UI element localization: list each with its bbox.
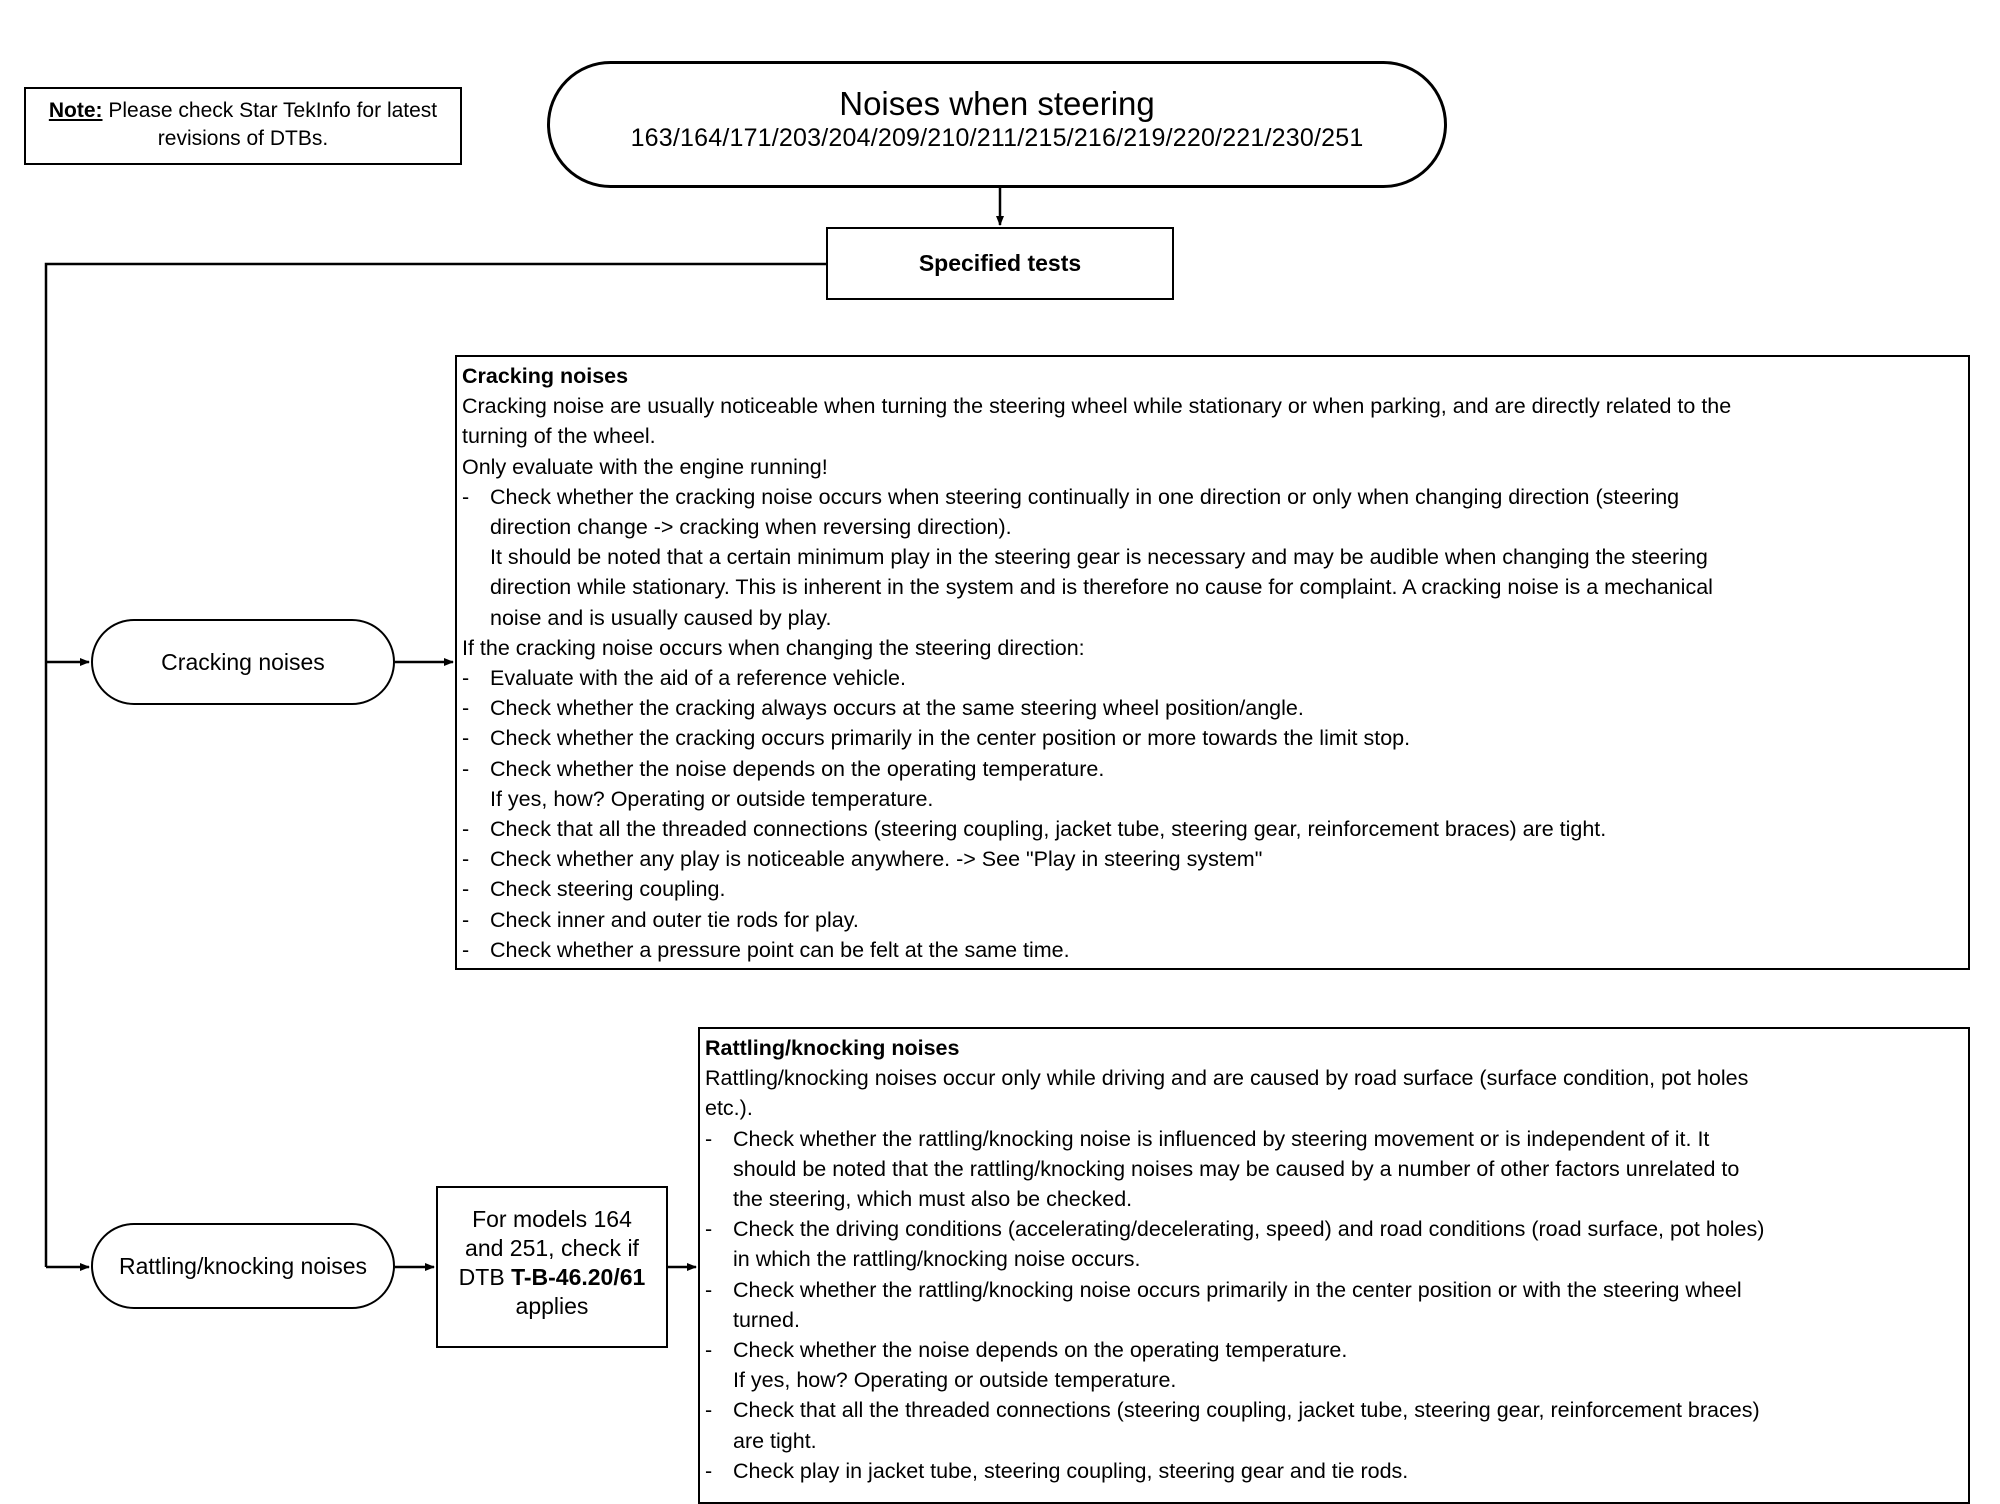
cracking-bullet: Check whether a pressure point can be fe… [462, 935, 1962, 965]
cracking-bullet: Check whether the cracking occurs primar… [462, 723, 1962, 753]
models-line-2: and 251, check if [465, 1235, 639, 1261]
rattling-noises-node: Rattling/knocking noises [91, 1223, 395, 1309]
rattling-intro-line: etc.). [705, 1096, 753, 1121]
note-text: Please check Star TekInfo for latest rev… [102, 99, 438, 150]
models-line-1: For models 164 [472, 1206, 632, 1232]
models-line-4: applies [515, 1293, 589, 1319]
rattling-bullet: Check whether the rattling/knocking nois… [705, 1124, 1962, 1154]
cracking-bullet: Check whether the noise depends on the o… [462, 754, 1962, 784]
rattling-bullet-continuation: in which the rattling/knocking noise occ… [733, 1247, 1141, 1272]
dtb-reference: T-B-46.20/61 [511, 1264, 646, 1290]
rattling-panel-heading: Rattling/knocking noises [705, 1036, 960, 1060]
cracking-noises-node: Cracking noises [91, 619, 395, 705]
cracking-noises-panel: Cracking noises Cracking noise are usual… [455, 355, 1970, 970]
cracking-bullet-continuation: If yes, how? Operating or outside temper… [490, 786, 934, 811]
cracking-intro-line: Only evaluate with the engine running! [462, 454, 828, 479]
model-list: 163/164/171/203/204/209/210/211/215/216/… [630, 124, 1364, 152]
cracking-bullet-continuation: It should be noted that a certain minimu… [490, 545, 1708, 570]
rattling-noises-panel: Rattling/knocking noises Rattling/knocki… [698, 1027, 1970, 1504]
cracking-bullet: Check steering coupling. [462, 874, 1962, 904]
cracking-bullet-continuation: direction change -> cracking when revers… [490, 515, 1012, 540]
page-title: Noises when steering [839, 85, 1155, 122]
models-check-box: For models 164 and 251, check if DTB T-B… [436, 1186, 668, 1348]
note-box: Note: Please check Star TekInfo for late… [24, 87, 462, 165]
rattling-bullet-continuation: are tight. [733, 1428, 817, 1453]
rattling-bullet: Check the driving conditions (accelerati… [705, 1214, 1962, 1244]
line-tests-to-left-rail [44, 262, 826, 1267]
cracking-intro-line: turning of the wheel. [462, 424, 656, 449]
cracking-condition: If the cracking noise occurs when changi… [462, 635, 1085, 660]
rattling-bullet: Check whether the rattling/knocking nois… [705, 1275, 1962, 1305]
cracking-bullet-continuation: noise and is usually caused by play. [490, 605, 832, 630]
cracking-bullet: Check inner and outer tie rods for play. [462, 905, 1962, 935]
note-label: Note: [48, 99, 103, 122]
rattling-bullet-continuation: should be noted that the rattling/knocki… [733, 1156, 1740, 1181]
cracking-panel-heading: Cracking noises [462, 364, 629, 388]
cracking-bullet: Check that all the threaded connections … [462, 814, 1962, 844]
rattling-bullet-continuation: turned. [733, 1307, 800, 1332]
title-terminal: Noises when steering 163/164/171/203/204… [547, 61, 1447, 188]
cracking-bullet: Check whether the cracking noise occurs … [462, 482, 1962, 512]
cracking-bullet: Check whether the cracking always occurs… [462, 693, 1962, 723]
rattling-intro-line: Rattling/knocking noises occur only whil… [705, 1066, 1749, 1091]
cracking-bullet: Evaluate with the aid of a reference veh… [462, 663, 1962, 693]
rattling-bullet: Check play in jacket tube, steering coup… [705, 1456, 1962, 1486]
rattling-bullet: Check whether the noise depends on the o… [705, 1335, 1962, 1365]
cracking-bullet-continuation: direction while stationary. This is inhe… [490, 575, 1713, 600]
rattling-bullet-continuation: the steering, which must also be checked… [733, 1187, 1133, 1212]
rattling-bullet-continuation: If yes, how? Operating or outside temper… [733, 1368, 1177, 1393]
specified-tests-box: Specified tests [826, 227, 1174, 300]
rattling-bullet: Check that all the threaded connections … [705, 1395, 1962, 1425]
cracking-bullet: Check whether any play is noticeable any… [462, 844, 1962, 874]
models-dtb-prefix: DTB [458, 1264, 512, 1290]
cracking-intro-line: Cracking noise are usually noticeable wh… [462, 394, 1732, 419]
